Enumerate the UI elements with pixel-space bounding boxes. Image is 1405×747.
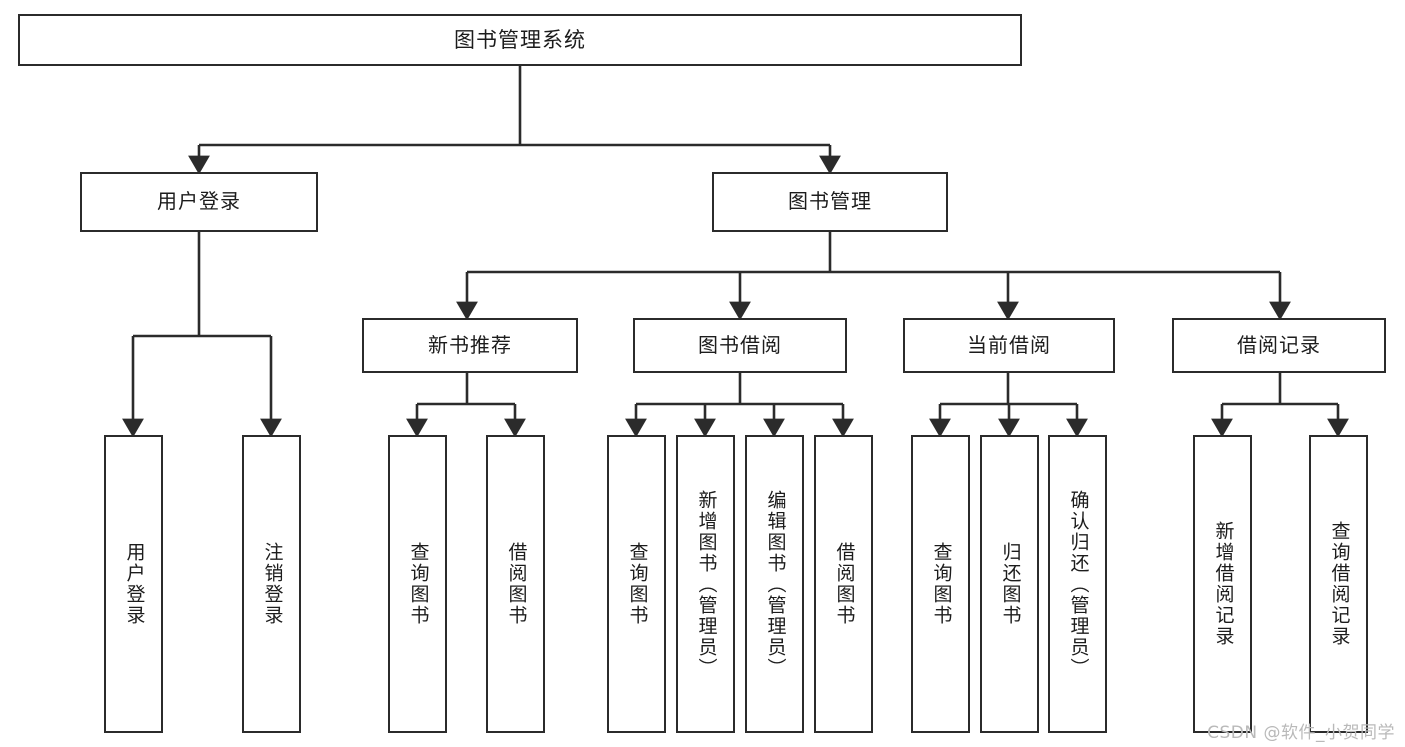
node-label: 新书推荐 xyxy=(428,332,512,357)
leaf-label: 新增借阅记录 xyxy=(1212,521,1235,647)
node-label: 用户登录 xyxy=(157,189,241,214)
node-label: 图书管理系统 xyxy=(454,27,586,52)
node-borrow-record[interactable]: 借阅记录 xyxy=(1172,318,1386,373)
leaf-user-login-signin[interactable]: 用户登录 xyxy=(104,435,163,733)
leaf-current-query-book[interactable]: 查询图书 xyxy=(911,435,970,733)
leaf-label: 确认归还（管理员） xyxy=(1067,489,1090,679)
leaf-borrow-add-book-admin[interactable]: 新增图书（管理员） xyxy=(676,435,735,733)
node-label: 图书借阅 xyxy=(698,332,782,357)
leaf-label: 用户登录 xyxy=(123,542,146,626)
leaf-recommend-borrow-book[interactable]: 借阅图书 xyxy=(486,435,545,733)
node-root-system[interactable]: 图书管理系统 xyxy=(18,14,1022,66)
leaf-recommend-query-book[interactable]: 查询图书 xyxy=(388,435,447,733)
leaf-record-add-record[interactable]: 新增借阅记录 xyxy=(1193,435,1252,733)
node-new-book-recommend[interactable]: 新书推荐 xyxy=(362,318,578,373)
leaf-label: 查询图书 xyxy=(930,542,953,626)
leaf-label: 查询图书 xyxy=(626,542,649,626)
leaf-borrow-borrow-book[interactable]: 借阅图书 xyxy=(814,435,873,733)
node-label: 图书管理 xyxy=(788,189,872,214)
node-current-borrow[interactable]: 当前借阅 xyxy=(903,318,1115,373)
watermark-text: CSDN @软件_小贺同学 xyxy=(1207,723,1395,743)
node-label: 借阅记录 xyxy=(1237,332,1321,357)
node-book-borrow[interactable]: 图书借阅 xyxy=(633,318,847,373)
leaf-current-confirm-return-admin[interactable]: 确认归还（管理员） xyxy=(1048,435,1107,733)
node-book-management[interactable]: 图书管理 xyxy=(712,172,948,232)
leaf-label: 借阅图书 xyxy=(505,542,528,626)
leaf-label: 归还图书 xyxy=(999,542,1022,626)
leaf-label: 编辑图书（管理员） xyxy=(764,489,787,679)
leaf-record-query-record[interactable]: 查询借阅记录 xyxy=(1309,435,1368,733)
leaf-borrow-query-book[interactable]: 查询图书 xyxy=(607,435,666,733)
node-user-login[interactable]: 用户登录 xyxy=(80,172,318,232)
leaf-label: 查询图书 xyxy=(407,542,430,626)
leaf-current-return-book[interactable]: 归还图书 xyxy=(980,435,1039,733)
node-label: 当前借阅 xyxy=(967,332,1051,357)
leaf-label: 新增图书（管理员） xyxy=(695,489,718,679)
leaf-borrow-edit-book-admin[interactable]: 编辑图书（管理员） xyxy=(745,435,804,733)
leaf-label: 注销登录 xyxy=(261,542,284,626)
leaf-label: 查询借阅记录 xyxy=(1328,521,1351,647)
leaf-user-login-signout[interactable]: 注销登录 xyxy=(242,435,301,733)
leaf-label: 借阅图书 xyxy=(833,542,856,626)
